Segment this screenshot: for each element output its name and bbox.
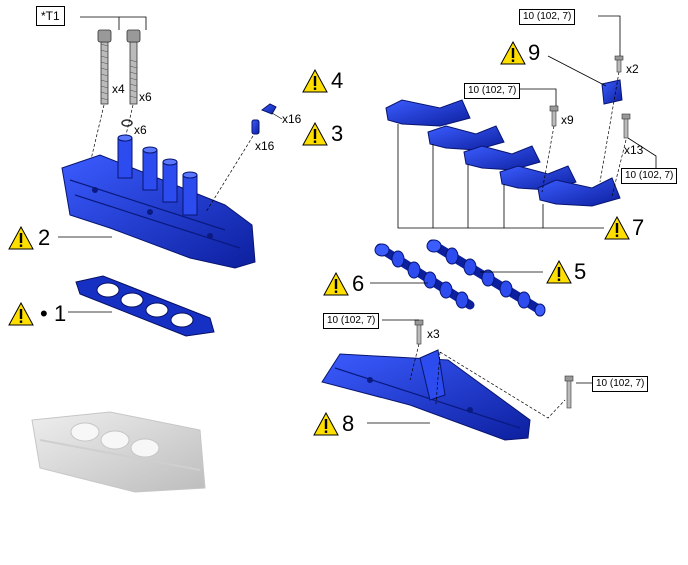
callout-2: 2 bbox=[38, 225, 51, 250]
bearing-cap-part-9 bbox=[601, 79, 623, 105]
camshaft-housing bbox=[321, 349, 531, 441]
warning-icon bbox=[302, 122, 328, 146]
clip-dash-line bbox=[205, 135, 254, 213]
torque-spec-box: 10 (102, 7) bbox=[519, 9, 576, 25]
right-dash-lines bbox=[541, 71, 627, 197]
callout-6: 6 bbox=[352, 271, 365, 296]
qty-bolt-cap-b: x13 bbox=[624, 143, 644, 157]
warning-icon bbox=[323, 272, 349, 296]
warning-icon bbox=[500, 41, 526, 65]
callout-7: 7 bbox=[632, 215, 645, 240]
warning-icon bbox=[302, 69, 328, 93]
camshaft-5 bbox=[426, 239, 546, 317]
warning-icon bbox=[546, 260, 572, 284]
camshaft-cap-5 bbox=[537, 177, 621, 207]
callout-4: 4 bbox=[331, 68, 344, 93]
engine-location-thumbnail bbox=[31, 411, 206, 493]
qty-bolt-9: x2 bbox=[626, 62, 639, 76]
torque-leaders-right bbox=[520, 15, 657, 172]
callout-1: 1 bbox=[54, 301, 67, 326]
qty-bolt-8: x3 bbox=[427, 327, 440, 341]
qty-head-bolt-short: x6 bbox=[139, 90, 152, 104]
cylinder-head bbox=[61, 134, 256, 269]
qty-clip-3: x16 bbox=[255, 139, 275, 153]
leader-7-bracket bbox=[397, 124, 604, 229]
warning-icon bbox=[604, 216, 630, 240]
torque-spec-box: 10 (102, 7) bbox=[592, 376, 649, 392]
bolt-part-8-a bbox=[414, 319, 424, 345]
camshaft-cap-3 bbox=[463, 145, 541, 171]
torque-spec-box: 10 (102, 7) bbox=[323, 313, 380, 329]
camshaft-6 bbox=[374, 243, 475, 310]
head-bolt-short bbox=[126, 29, 141, 105]
torque-spec-box: 10 (102, 7) bbox=[621, 168, 678, 184]
callout-5: 5 bbox=[574, 259, 587, 284]
leader-9 bbox=[547, 55, 607, 87]
warning-icon bbox=[8, 226, 34, 250]
bolt-cap-a bbox=[549, 105, 559, 127]
leader-4 bbox=[271, 112, 283, 120]
warning-icon bbox=[8, 302, 34, 326]
qty-clip-4: x16 bbox=[282, 112, 302, 126]
callout-8: 8 bbox=[342, 411, 355, 436]
callout-3: 3 bbox=[331, 121, 344, 146]
clip-part-4 bbox=[260, 103, 277, 115]
bolt-cap-b bbox=[621, 113, 631, 139]
leader-lines-t1 bbox=[80, 16, 147, 30]
bolt-part-9 bbox=[614, 55, 624, 73]
callout-9: 9 bbox=[528, 40, 541, 65]
torque-leaders-housing bbox=[382, 319, 592, 384]
torque-spec-box: 10 (102, 7) bbox=[464, 83, 521, 99]
bolt-part-8-b bbox=[564, 375, 574, 409]
qty-washer: x6 bbox=[134, 123, 147, 137]
head-bolt-long bbox=[97, 29, 112, 105]
tag-t1: *T1 bbox=[36, 6, 65, 26]
qty-head-bolt-long: x4 bbox=[112, 82, 125, 96]
housing-dash-lines bbox=[409, 343, 566, 419]
camshaft-cap-2 bbox=[427, 125, 505, 151]
cylinder-head-gasket bbox=[75, 275, 215, 337]
callout-1-bullet: • bbox=[40, 301, 48, 326]
warning-icon bbox=[313, 412, 339, 436]
washer bbox=[121, 119, 133, 127]
camshaft-cap-1 bbox=[385, 99, 471, 127]
clip-part-3 bbox=[251, 119, 260, 135]
qty-bolt-cap-a: x9 bbox=[561, 113, 574, 127]
